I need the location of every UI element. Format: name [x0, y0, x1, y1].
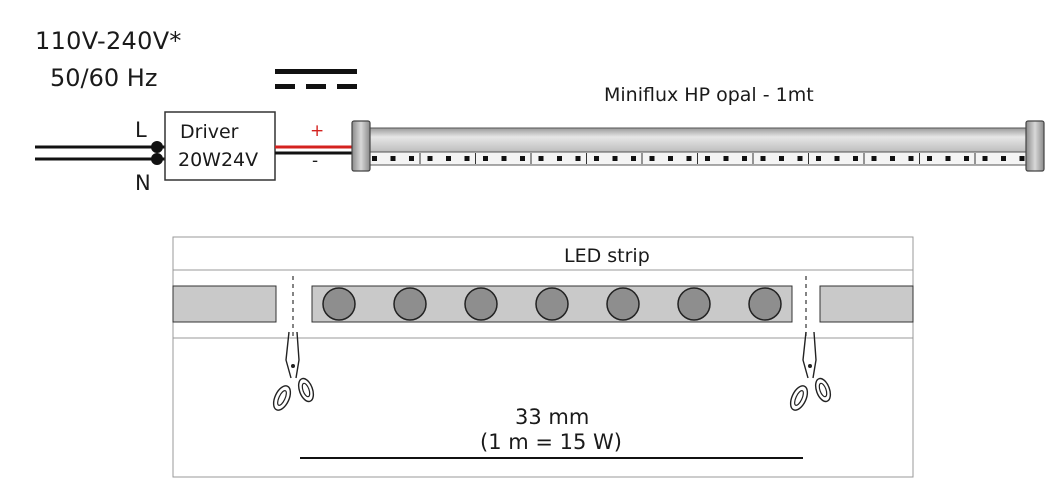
driver-model: 20W24V [178, 149, 259, 171]
scissors-icon [272, 331, 315, 411]
line-label: L [135, 118, 147, 142]
tube-led [390, 156, 396, 161]
tube-led [871, 156, 877, 161]
tube-led [538, 156, 544, 161]
tube-led [908, 156, 914, 161]
tube-led [816, 156, 821, 161]
strip-led [464, 287, 498, 321]
tube-led [705, 156, 710, 161]
tube-led [483, 156, 488, 161]
tube-led [649, 156, 655, 161]
tube-led [927, 156, 932, 161]
input-frequency-label: 50/60 Hz [50, 64, 158, 92]
dc-symbol-icon [275, 69, 357, 89]
tube-led-row [372, 153, 1031, 164]
tube-led [760, 156, 766, 161]
tube-led [372, 156, 377, 161]
output-wires [275, 145, 355, 155]
neutral-terminal [151, 153, 163, 165]
tube-led [1019, 156, 1025, 161]
tube-led [797, 156, 803, 161]
product-name: Miniflux HP opal - 1mt [604, 84, 814, 106]
strip-detail-panel [172, 236, 914, 478]
tube-led [501, 156, 507, 161]
tube-led [427, 156, 433, 161]
driver-name: Driver [180, 121, 239, 143]
tube-led [742, 156, 747, 161]
tube-led [612, 156, 618, 161]
tube-led [964, 156, 969, 161]
strip-led [677, 287, 711, 321]
tube-led [686, 156, 692, 161]
strip-led [393, 287, 427, 321]
tube-led [723, 156, 729, 161]
mains-wires [35, 141, 165, 165]
tube-led [982, 156, 988, 161]
power-ratio-label: (1 m = 15 W) [480, 430, 622, 454]
tube-led [520, 156, 525, 161]
tube-led [464, 156, 470, 161]
tube-led [594, 156, 599, 161]
tube-led [779, 156, 784, 161]
negative-label: - [312, 151, 319, 171]
cut-length-label: 33 mm [515, 405, 590, 429]
tube-led [945, 156, 951, 161]
positive-label: + [310, 121, 325, 141]
strip-led-row [322, 287, 782, 321]
tube-led [1001, 156, 1006, 161]
tube-led [557, 156, 562, 161]
strip-led [748, 287, 782, 321]
profile-tube [351, 120, 1045, 172]
tube-led [575, 156, 581, 161]
strip-led [535, 287, 569, 321]
tube-led [668, 156, 673, 161]
line-terminal [151, 141, 163, 153]
strip-segment-left [172, 285, 277, 323]
tube-led [834, 156, 840, 161]
strip-led [322, 287, 356, 321]
tube-led [446, 156, 451, 161]
tube-led [409, 156, 414, 161]
strip-led [606, 287, 640, 321]
tube-led [853, 156, 858, 161]
left-end-cap [351, 120, 371, 172]
scissors-icon [789, 331, 832, 411]
strip-title: LED strip [564, 245, 650, 267]
tube-led [631, 156, 636, 161]
tube-led [890, 156, 895, 161]
input-voltage-label: 110V-240V* [35, 27, 182, 55]
right-end-cap [1025, 120, 1045, 172]
neutral-label: N [135, 171, 151, 195]
strip-segment-right [819, 285, 914, 323]
